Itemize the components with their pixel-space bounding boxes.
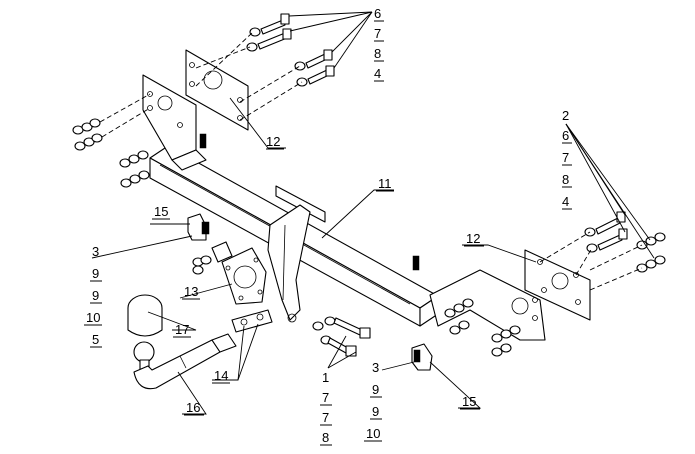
top-bolt-set [246,13,335,87]
callout-1: 1 [322,370,329,385]
ball-flange-plate-13 [192,241,267,305]
label-17: 17 [175,322,189,337]
center-bolt-set [312,316,371,357]
spacer-plate-14 [231,309,273,333]
right-nut-set [444,298,521,357]
callout-9: 9 [92,288,99,303]
callout-2: 2 [562,108,569,123]
callout-stack-bottom-center: 1 7 7 8 [320,370,332,446]
center-drop-bracket [267,185,326,323]
callout-4: 4 [562,194,569,209]
label-11: 11 [378,176,392,191]
callout-7: 7 [322,390,329,405]
left-mounting-plate-12 [185,49,249,131]
callout-8: 8 [322,430,329,445]
callout-10: 10 [366,426,380,441]
callout-7: 7 [562,150,569,165]
right-mounting-plate-12 [524,249,591,321]
callout-9: 9 [92,266,99,281]
callout-9: 9 [372,382,379,397]
callout-6: 6 [374,6,381,21]
callout-8: 8 [562,172,569,187]
left-nut-set [72,118,150,188]
small-bracket-15-right [411,343,433,371]
right-bolt-set [584,211,666,273]
label-12-right: 12 [466,231,480,246]
label-15-right: 15 [462,394,476,409]
label-15-left: 15 [154,204,168,219]
callout-stack-bottom-right: 3 9 9 10 [364,360,382,442]
callout-3: 3 [92,244,99,259]
callout-7: 7 [374,26,381,41]
callout-7: 7 [322,410,329,425]
left-side-bracket [142,74,207,171]
callout-stack-top-right: 6 7 8 4 [374,6,384,82]
label-12-left: 12 [266,134,280,149]
label-16: 16 [186,400,200,415]
callout-3: 3 [372,360,379,375]
callout-10: 10 [86,310,100,325]
label-14: 14 [214,368,228,383]
callout-stack-left: 3 9 9 10 5 [84,244,102,348]
callout-8: 8 [374,46,381,61]
tow-ball-bar-16 [133,333,237,390]
small-bracket-15-left [187,213,210,241]
right-side-bracket [429,269,546,341]
callout-stack-right: 2 6 7 8 4 [562,108,572,210]
label-13: 13 [184,284,198,299]
callout-6: 6 [562,128,569,143]
callout-9: 9 [372,404,379,419]
callout-4: 4 [374,66,381,81]
callout-5: 5 [92,332,99,347]
